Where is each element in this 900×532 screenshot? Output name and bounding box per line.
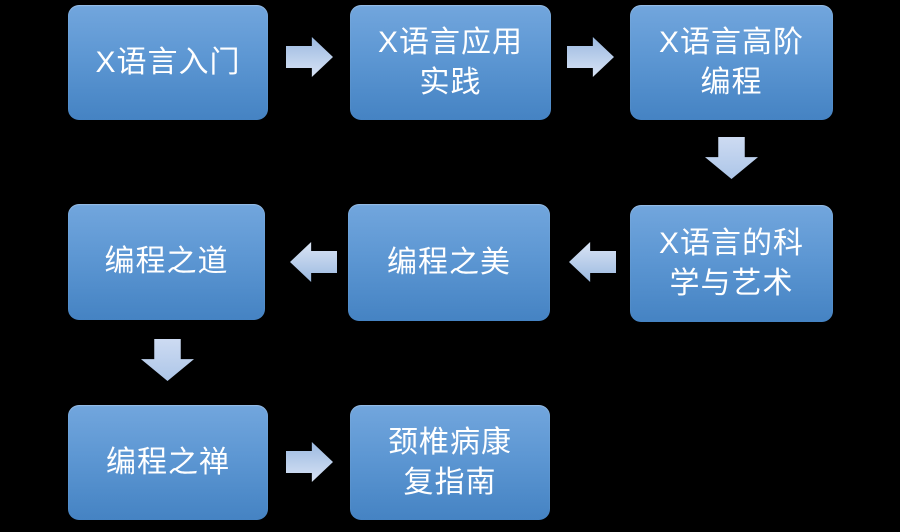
arrow-right-icon bbox=[286, 37, 333, 77]
arrow-right-icon bbox=[567, 37, 614, 77]
flow-node-science-and-art-of-x-language: X语言的科 学与艺术 bbox=[630, 205, 833, 322]
flow-node-zen-of-programming: 编程之禅 bbox=[68, 405, 268, 520]
flow-node-tao-of-programming: 编程之道 bbox=[68, 204, 265, 320]
flow-node-cervical-spondylosis-rehab-guide: 颈椎病康 复指南 bbox=[350, 405, 550, 520]
flow-node-x-language-intro: X语言入门 bbox=[68, 5, 268, 120]
arrow-left-icon bbox=[290, 242, 337, 282]
arrow-right-icon bbox=[286, 442, 333, 482]
flow-node-x-language-applied-practice: X语言应用 实践 bbox=[350, 5, 551, 120]
arrow-left-icon bbox=[569, 242, 616, 282]
arrow-down-icon bbox=[705, 137, 758, 179]
flow-node-x-language-advanced-programming: X语言高阶 编程 bbox=[630, 5, 833, 120]
arrow-down-icon bbox=[141, 339, 194, 381]
flow-node-beauty-of-programming: 编程之美 bbox=[348, 204, 550, 321]
